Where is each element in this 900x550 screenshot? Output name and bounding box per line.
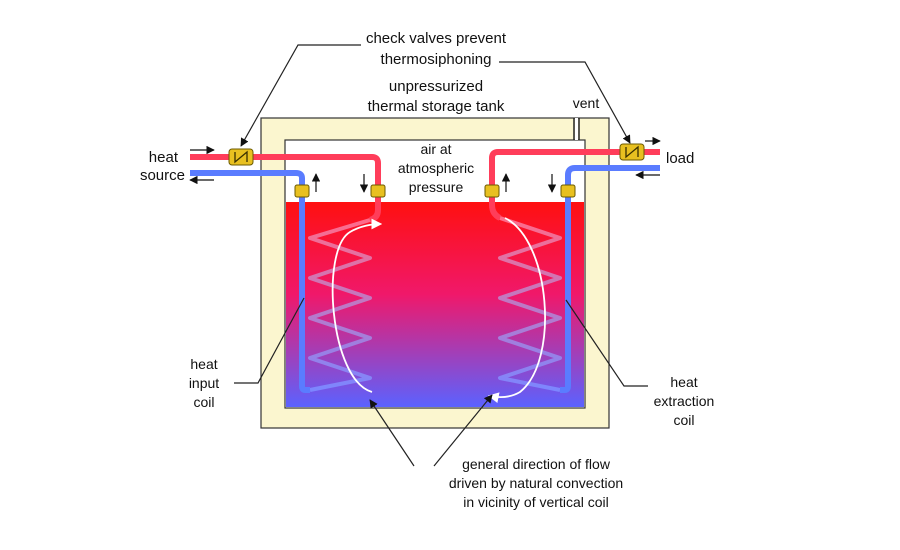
extraction-return-pipe: [560, 165, 660, 393]
extraction-coil-label-3: coil: [673, 412, 694, 428]
flow-direction-arrows: [189, 136, 661, 193]
input-return-pipe: [190, 170, 310, 393]
air-label-3: pressure: [409, 179, 464, 195]
load-label: load: [666, 150, 694, 167]
heat-source-label-1: heat: [149, 149, 179, 166]
vent-label: vent: [573, 95, 600, 111]
air-label-1: air at: [420, 141, 451, 157]
extraction-coil-label-1: heat: [670, 374, 697, 390]
hot-outlet-pipe: [489, 149, 660, 221]
tank-label-1: unpressurized: [389, 78, 483, 95]
convection-loop-left: [331, 218, 383, 393]
hot-supply-pipe: [190, 154, 381, 223]
extraction-coil-zigzag: [498, 216, 562, 392]
tank-label-2: thermal storage tank: [368, 98, 505, 115]
heat-input-coil: [190, 154, 381, 393]
flow-label-3: in vicinity of vertical coil: [463, 494, 609, 510]
convection-loops: [331, 217, 546, 403]
extraction-coil-label-2: extraction: [654, 393, 715, 409]
pipe-fittings: [294, 184, 576, 198]
check-valves-label-1: check valves prevent: [366, 30, 507, 47]
tank: [260, 117, 610, 429]
heat-source-label-2: source: [140, 167, 185, 184]
flow-label-2: driven by natural convection: [449, 475, 623, 491]
check-valve-right: [619, 143, 645, 161]
heat-extraction-coil: [489, 149, 660, 393]
input-coil-label-1: heat: [190, 356, 217, 372]
input-coil-label-3: coil: [193, 394, 214, 410]
air-label-2: atmospheric: [398, 160, 474, 176]
leader-lines: [234, 44, 648, 467]
vent: [573, 118, 580, 140]
flow-label-1: general direction of flow: [462, 456, 611, 472]
input-coil-zigzag: [308, 218, 372, 392]
labels: check valves prevent thermosiphoning unp…: [140, 30, 714, 510]
convection-loop-right: [487, 217, 546, 403]
input-coil-label-2: input: [189, 375, 219, 391]
check-valves-label-2: thermosiphoning: [381, 51, 492, 68]
check-valve-left: [228, 148, 254, 166]
